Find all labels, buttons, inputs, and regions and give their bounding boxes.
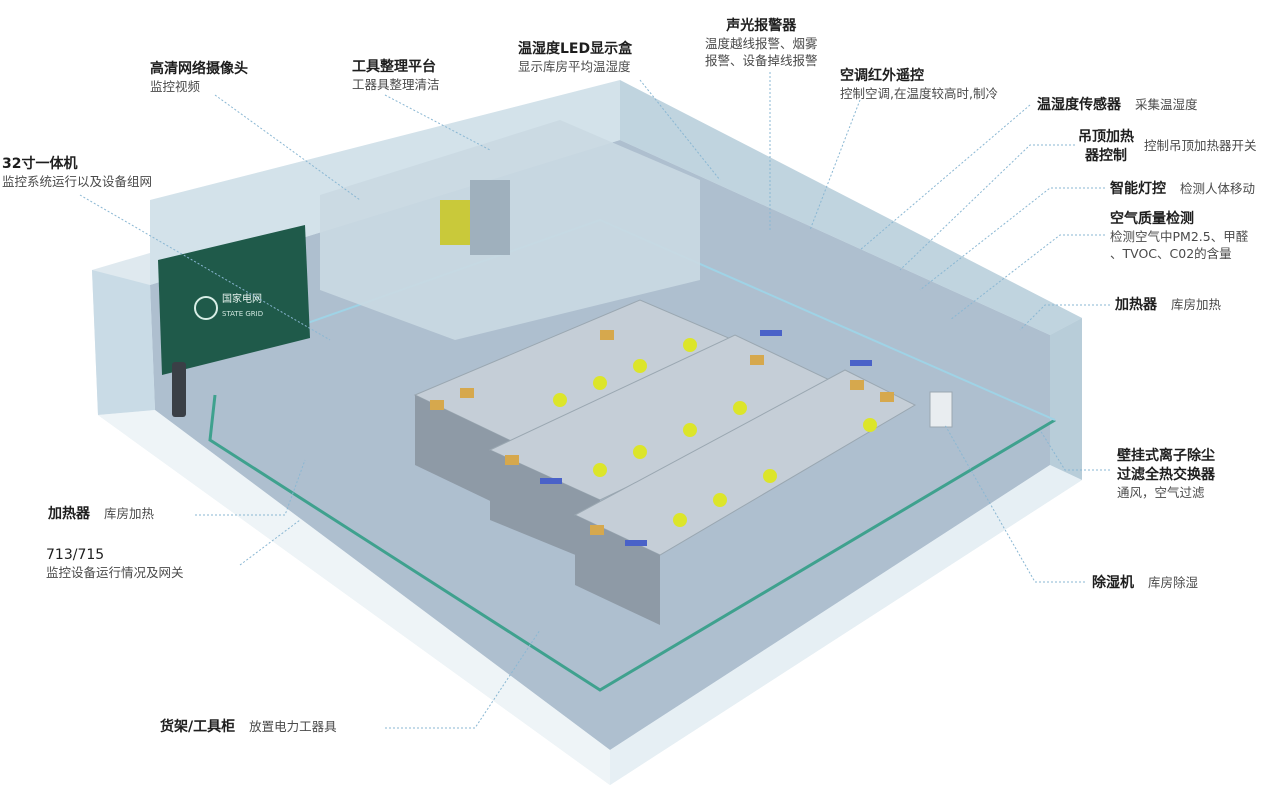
camera-title: 高清网络摄像头 — [150, 61, 248, 77]
ac-label: 空调红外遥控 控制空调,在温度较高时,制冷 — [840, 67, 998, 103]
alarm-label: 声光报警器 温度越线报警、烟雾 报警、设备掉线报警 — [705, 17, 818, 70]
exchanger-desc: 通风，空气过滤 — [1117, 484, 1205, 500]
gateway-desc: 监控设备运行情况及网关 — [46, 564, 184, 580]
gateway-label: 713/715 监控设备运行情况及网关 — [46, 546, 184, 582]
temp-sensor-title: 温湿度传感器 — [1037, 97, 1121, 113]
tool-platform-label: 工具整理平台 工器具整理清洁 — [352, 58, 440, 94]
ac-desc: 控制空调,在温度较高时,制冷 — [840, 85, 998, 101]
heater-left-desc: 库房加热 — [104, 506, 155, 521]
front-wall-right — [610, 465, 1082, 785]
terminal-title: 32寸一体机 — [2, 156, 78, 172]
heater-right-desc: 库房加热 — [1171, 297, 1222, 312]
heater-left-title: 加热器 — [48, 506, 90, 522]
led-desc: 显示库房平均温湿度 — [518, 58, 631, 74]
terminal-label: 32寸一体机 监控系统运行以及设备组网 — [2, 155, 152, 191]
logo-brand: 国家电网 — [222, 292, 262, 305]
state-grid-logo-icon — [194, 296, 218, 320]
shelf-title: 货架/工具柜 — [160, 719, 236, 735]
dehumidifier-label: 除湿机 库房除湿 — [1092, 574, 1198, 593]
dehumidifier-unit — [929, 391, 953, 428]
led-label: 温湿度LED显示盒 显示库房平均温湿度 — [518, 40, 632, 76]
ceiling-heater-title-2: 器控制 — [1085, 147, 1127, 164]
alarm-desc-2: 报警、设备掉线报警 — [705, 52, 818, 68]
left-wall — [92, 270, 155, 415]
tool-platform-title: 工具整理平台 — [352, 59, 436, 75]
exchanger-title-1: 壁挂式离子除尘 — [1117, 448, 1215, 464]
kiosk-terminal — [172, 362, 186, 417]
shelving-racks — [413, 299, 917, 625]
ceiling-heater-label: 吊顶加热 器控制 控制吊顶加热器开关 — [1078, 128, 1257, 166]
display-wall — [158, 225, 310, 375]
ac-title: 空调红外遥控 — [840, 68, 924, 84]
heater-right-title: 加热器 — [1115, 297, 1157, 313]
front-wall-left — [98, 410, 610, 785]
alarm-title: 声光报警器 — [726, 18, 797, 34]
exchanger-label: 壁挂式离子除尘 过滤全热交换器 通风，空气过滤 — [1117, 447, 1215, 502]
tool-platform-desc: 工器具整理清洁 — [352, 76, 440, 92]
air-quality-title: 空气质量检测 — [1110, 211, 1194, 227]
right-wall — [1050, 318, 1082, 480]
terminal-desc: 监控系统运行以及设备组网 — [2, 173, 153, 189]
glass-rail-front — [208, 394, 1056, 692]
ceiling-heater-title-1: 吊顶加热 — [1078, 129, 1134, 145]
logo-sub: STATE GRID — [222, 310, 263, 318]
exchanger-title-2: 过滤全热交换器 — [1117, 466, 1215, 483]
led-title: 温湿度LED显示盒 — [518, 41, 633, 57]
tool-platform-cabinet — [440, 200, 470, 245]
temp-sensor-desc: 采集温湿度 — [1135, 97, 1198, 112]
camera-label: 高清网络摄像头 监控视频 — [150, 60, 248, 96]
gateway-title: 713/715 — [46, 547, 105, 563]
leader-lines — [79, 72, 1110, 729]
air-quality-desc-2: 、TVOC、C02的含量 — [1110, 245, 1232, 261]
dehumidifier-title: 除湿机 — [1092, 575, 1134, 591]
dehumidifier-desc: 库房除湿 — [1148, 575, 1199, 590]
heater-right-label: 加热器 库房加热 — [1115, 296, 1221, 315]
light-desc: 检测人体移动 — [1180, 181, 1256, 196]
light-label: 智能灯控 检测人体移动 — [1110, 180, 1255, 199]
light-title: 智能灯控 — [1110, 181, 1166, 197]
air-quality-desc-1: 检测空气中PM2.5、甲醛 — [1110, 228, 1249, 244]
alarm-desc-1: 温度越线报警、烟雾 — [705, 35, 818, 51]
back-right-wall — [620, 80, 1082, 335]
camera-desc: 监控视频 — [150, 78, 201, 94]
shelf-label: 货架/工具柜 放置电力工器具 — [160, 718, 337, 737]
server-cabinet — [470, 180, 510, 255]
air-quality-label: 空气质量检测 检测空气中PM2.5、甲醛 、TVOC、C02的含量 — [1110, 210, 1248, 263]
heater-left-label: 加热器 库房加热 — [48, 505, 154, 524]
ceiling-heater-desc: 控制吊顶加热器开关 — [1144, 138, 1257, 154]
shelf-desc: 放置电力工器具 — [249, 719, 337, 734]
temp-sensor-label: 温湿度传感器 采集温湿度 — [1037, 96, 1198, 115]
